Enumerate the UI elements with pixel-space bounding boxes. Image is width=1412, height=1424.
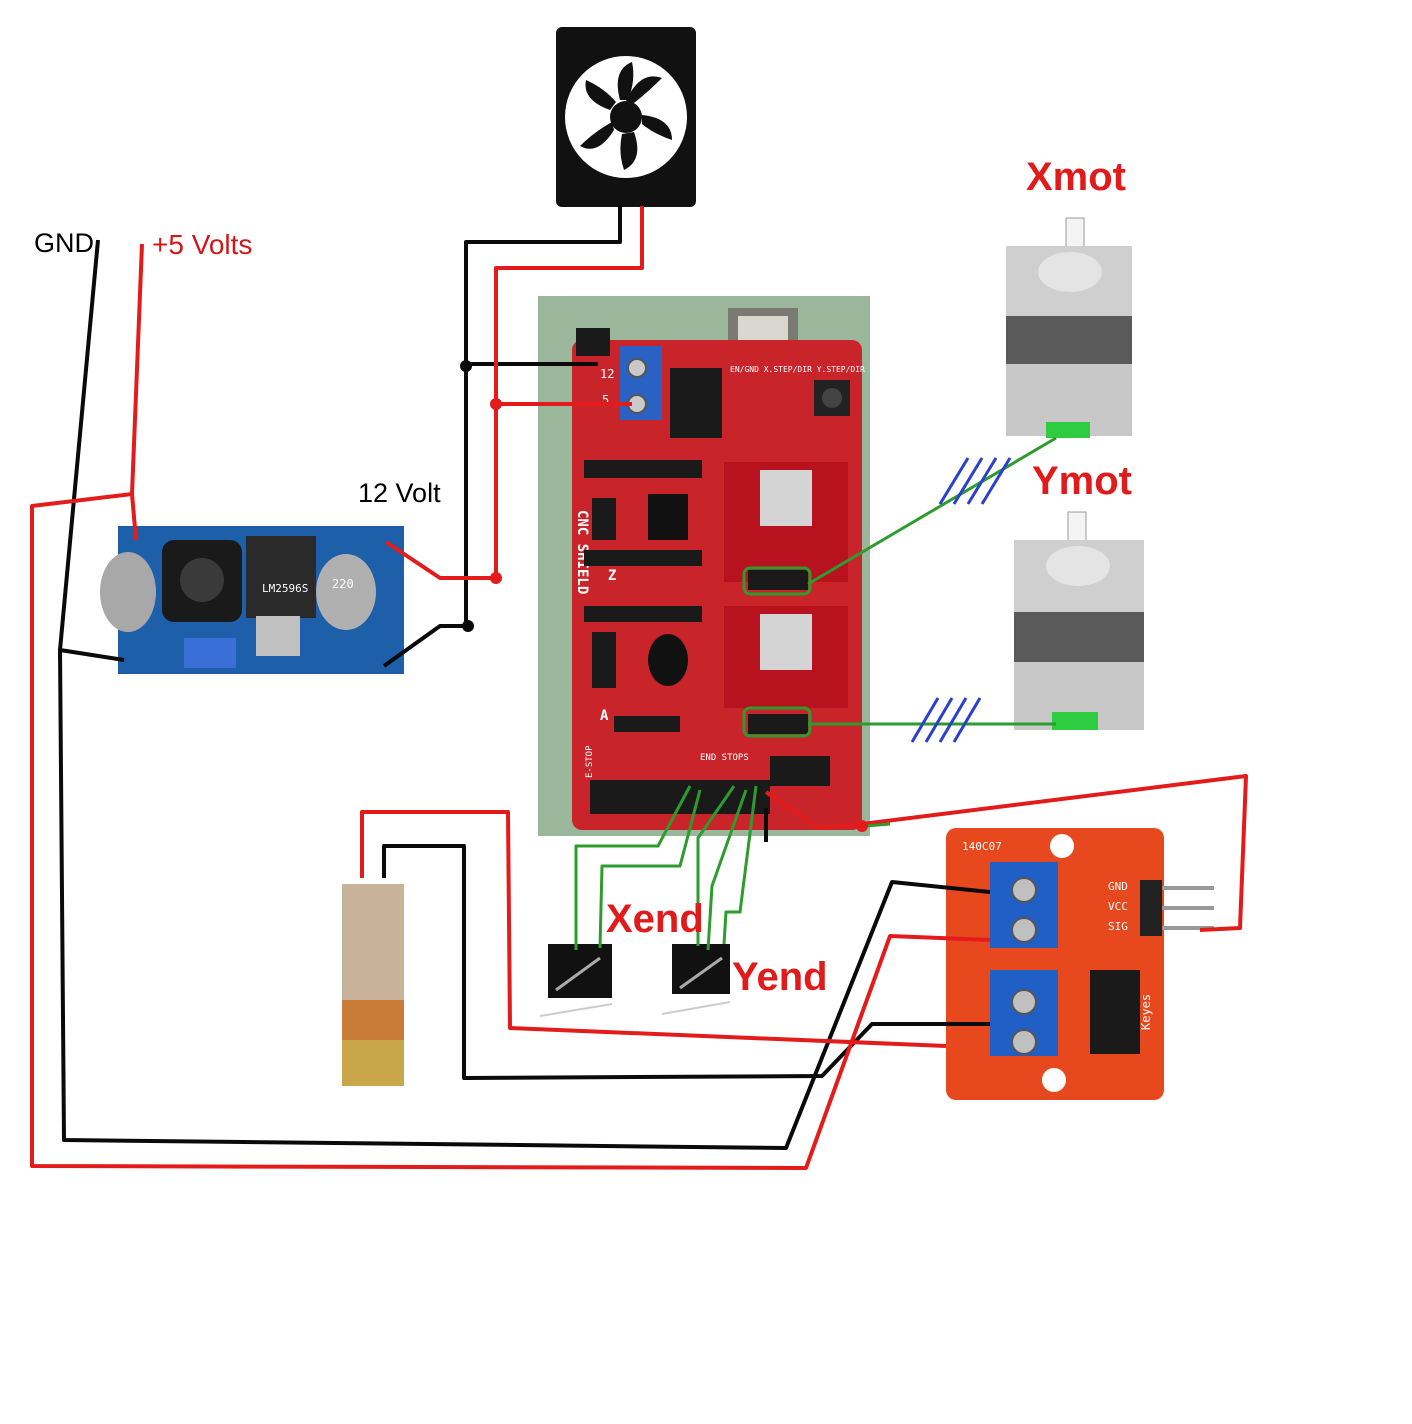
pcb-axis-z: Z — [608, 568, 616, 584]
pcb-mark-12: 12 — [600, 367, 614, 381]
mos-module-board: GND VCC SIG Keyes 140C07 — [946, 828, 1214, 1100]
junction-dots — [460, 360, 868, 832]
limit-switch-y-icon — [661, 944, 731, 1015]
coil-hatch-x — [938, 457, 1012, 505]
mos-pin-gnd: GND — [1108, 880, 1128, 893]
limit-switch-x-icon — [539, 944, 613, 1017]
cnc-shield-title: CNC SHIELD — [574, 510, 590, 594]
label-yend: Yend — [732, 955, 828, 999]
power-wires — [30, 206, 1248, 1170]
cnc-shield-board: 12 5 EN/GND X.STEP/DIR Y.STEP/DIR Z.STEP… — [538, 296, 1019, 836]
stepper-driver-x — [724, 462, 848, 590]
stepper-motor-y-icon — [1014, 511, 1144, 730]
pcb-end-stops: END STOPS — [700, 753, 749, 763]
power-terminal — [620, 346, 662, 420]
mos-pin-sig: SIG — [1108, 920, 1128, 933]
pcb-pin-header-text: EN/GND X.STEP/DIR Y.STEP/DIR Z.STEP/DIR … — [730, 365, 1019, 374]
stepper-motor-x-icon — [1006, 217, 1132, 438]
label-ymot: Ymot — [1032, 459, 1132, 503]
label-12-volt: 12 Volt — [358, 478, 441, 508]
buck-converter-board: LM2596S 220 — [100, 526, 404, 674]
label-xmot: Xmot — [1026, 155, 1126, 199]
label-plus5-volts: +5 Volts — [152, 229, 252, 260]
buck-chip-label: LM2596S — [262, 582, 308, 595]
mos-brand: Keyes — [1139, 994, 1153, 1030]
ground-wires — [58, 206, 991, 1150]
signal-wires — [574, 436, 1057, 951]
mos-code: 140C07 — [962, 840, 1002, 853]
pcb-mark-5: 5 — [602, 393, 609, 407]
pcb-e-stop: E-STOP — [585, 745, 595, 778]
label-xend: Xend — [606, 897, 704, 941]
coil-hatch-y — [910, 697, 982, 743]
stepper-driver-y — [724, 606, 848, 734]
label-gnd: GND — [34, 228, 94, 258]
fan-icon — [556, 27, 696, 207]
laser-module-icon — [342, 884, 404, 1086]
pcb-axis-a: A — [600, 708, 609, 724]
buck-cap-220: 220 — [332, 577, 354, 591]
mos-pin-vcc: VCC — [1108, 900, 1128, 913]
